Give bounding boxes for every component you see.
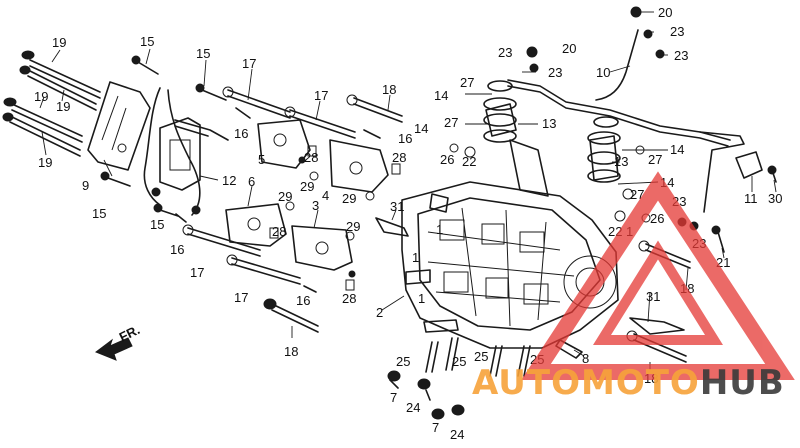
rocker-holders: [225, 119, 389, 278]
callout-25: 25: [396, 354, 410, 369]
leader-lines: [39, 11, 777, 370]
watermark-moto: MOTO: [580, 363, 700, 403]
callout-19: 19: [34, 89, 48, 104]
callout-16: 16: [296, 293, 310, 308]
callout-27: 27: [444, 115, 458, 130]
oil-pipe-10: [507, 6, 745, 213]
callout-18: 18: [382, 82, 396, 97]
callout-17: 17: [234, 290, 248, 305]
callout-23: 23: [498, 45, 512, 60]
callout-1: 1: [418, 291, 425, 306]
watermark-hub: HUB: [699, 363, 785, 403]
bracket-11: [735, 151, 777, 183]
callout-20: 20: [658, 5, 672, 20]
callout-29: 29: [342, 191, 356, 206]
valve-gear-13-14: [483, 80, 621, 183]
bolts-15: [100, 55, 227, 217]
bracket-9: [87, 81, 151, 171]
callout-29: 29: [278, 189, 292, 204]
callout-30: 30: [768, 191, 782, 206]
callout-28: 28: [342, 291, 356, 306]
callout-28: 28: [304, 150, 318, 165]
callout-23: 23: [548, 65, 562, 80]
callout-14: 14: [434, 88, 448, 103]
callout-12: 12: [222, 173, 236, 188]
callout-31: 31: [390, 199, 404, 214]
dowel-pins: [269, 145, 401, 291]
callout-17: 17: [314, 88, 328, 103]
callout-labels: 19 19 19 19 9 15 15 15 15 12 17 17 17 17…: [34, 5, 782, 442]
callout-14: 14: [414, 121, 428, 136]
callout-29: 29: [300, 179, 314, 194]
callout-22: 22: [462, 154, 476, 169]
callout-24: 24: [406, 400, 420, 415]
cylinder-head-1: [401, 139, 619, 349]
callout-23: 23: [670, 24, 684, 39]
bolts-16-18-left: [175, 94, 403, 333]
callout-31: 31: [646, 289, 660, 304]
valve-guides-25: [425, 337, 531, 377]
callout-1: 1: [412, 250, 419, 265]
stud-bolts-19: [2, 50, 101, 157]
callout-7: 7: [432, 420, 439, 435]
bolts-17: [182, 86, 356, 285]
callout-25: 25: [474, 349, 488, 364]
callout-15: 15: [92, 206, 106, 221]
callout-29: 29: [346, 219, 360, 234]
callout-4: 4: [322, 188, 329, 203]
callout-8: 8: [582, 351, 589, 366]
callout-10: 10: [596, 65, 610, 80]
callout-27: 27: [460, 75, 474, 90]
callout-25: 25: [452, 354, 466, 369]
bottom-plugs-7-24: [387, 370, 465, 420]
callout-19: 19: [38, 155, 52, 170]
oil-pipe-12: [143, 87, 229, 216]
callout-20: 20: [562, 41, 576, 56]
callout-19: 19: [52, 35, 66, 50]
callout-27: 27: [648, 152, 662, 167]
callout-28: 28: [392, 150, 406, 165]
watermark-logo: AUTOMOTOHUB: [472, 366, 785, 400]
callout-26: 26: [440, 152, 454, 167]
callout-13: 13: [614, 154, 628, 169]
callout-24: 24: [450, 427, 464, 442]
callout-1: 1: [436, 222, 443, 237]
callout-7: 7: [390, 390, 397, 405]
callout-19: 19: [56, 99, 70, 114]
callout-13: 13: [542, 116, 556, 131]
watermark-auto: AUTO: [472, 363, 581, 403]
callout-16: 16: [398, 131, 412, 146]
callout-9: 9: [82, 178, 89, 193]
callout-17: 17: [190, 265, 204, 280]
callout-11: 11: [744, 191, 758, 206]
callout-18: 18: [284, 344, 298, 359]
watermark-triangle: [521, 171, 795, 380]
callout-2: 2: [376, 305, 383, 320]
callout-17: 17: [242, 56, 256, 71]
callout-5: 5: [258, 152, 265, 167]
callout-15: 15: [196, 46, 210, 61]
callout-14: 14: [670, 142, 684, 157]
callout-26: 26: [650, 211, 664, 226]
callout-16: 16: [170, 242, 184, 257]
callout-15: 15: [150, 217, 164, 232]
callout-28: 28: [272, 224, 286, 239]
callout-6: 6: [248, 174, 255, 189]
callout-23: 23: [674, 48, 688, 63]
callout-3: 3: [312, 198, 319, 213]
arrow-forward-icon: FR.: [94, 322, 142, 361]
callout-16: 16: [234, 126, 248, 141]
callout-15: 15: [140, 34, 154, 49]
part-31-left: [375, 217, 409, 237]
